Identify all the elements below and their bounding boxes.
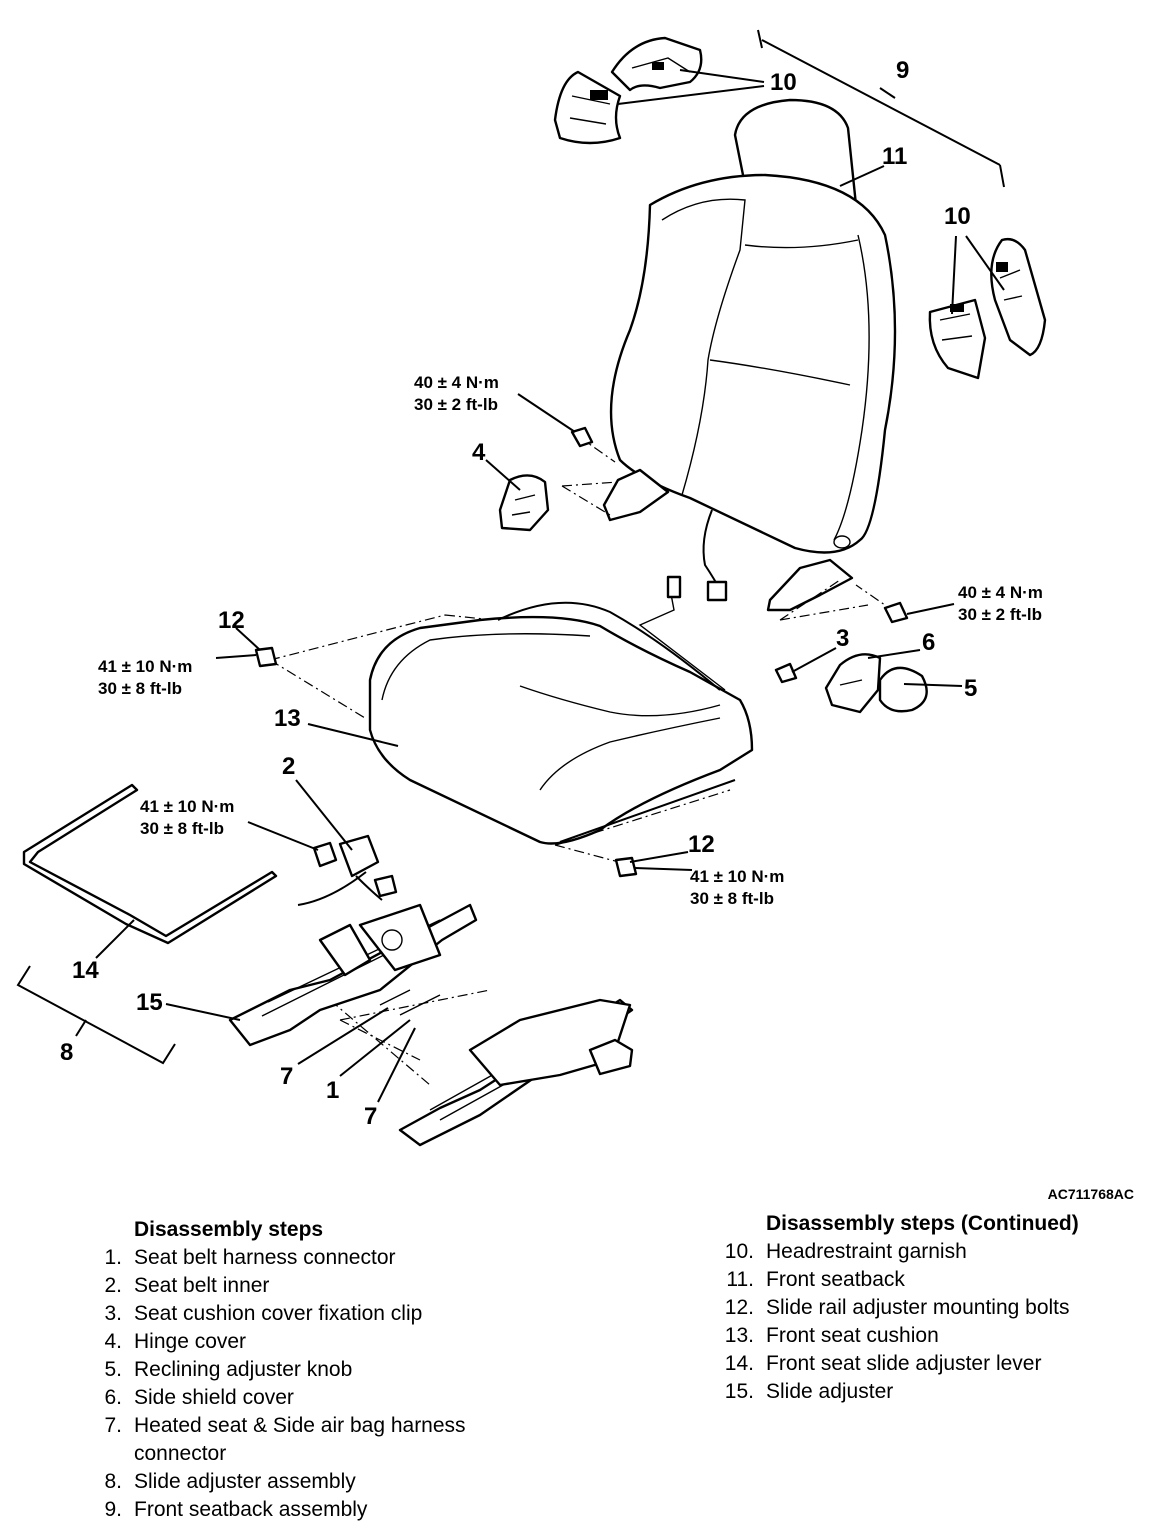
step-number: 1. [104, 1246, 122, 1269]
callout-10-right: 10 [944, 203, 971, 230]
callout-5: 5 [964, 675, 977, 702]
step-item: 7. Heated seat & Side air bag harness con… [92, 1412, 572, 1468]
step-text: Reclining adjuster knob [134, 1358, 353, 1381]
torque-rail-rear-imperial: 30 ± 8 ft-lb [690, 889, 774, 908]
step-item: 2. Seat belt inner [92, 1272, 572, 1300]
slide-adjuster-lever [22, 783, 278, 945]
callout-7-left: 7 [280, 1063, 293, 1090]
torque-rail-rear-metric: 41 ± 10 N·m [690, 867, 784, 886]
step-number: 13. [724, 1324, 754, 1347]
step-text: Seat belt inner [134, 1274, 270, 1297]
step-text: Front seat slide adjuster lever [766, 1352, 1042, 1375]
disassembly-steps-right: Disassembly steps (Continued) 10. Headres… [722, 1210, 1142, 1406]
step-item: 4. Hinge cover [92, 1328, 572, 1356]
callout-11: 11 [882, 143, 907, 170]
callouts: 9 10 11 10 4 12 3 6 5 13 2 12 14 15 8 7 … [60, 57, 977, 1130]
step-item: 5. Reclining adjuster knob [92, 1356, 572, 1384]
step-item: 11. Front seatback [722, 1266, 1142, 1294]
step-text: Seat cushion cover fixation clip [134, 1302, 423, 1325]
steps-list: 10. Headrestraint garnish 11. Front seatba… [722, 1238, 1142, 1406]
headrestraint-garnish-right [928, 237, 1047, 380]
callout-15: 15 [136, 989, 163, 1016]
torque-cushion-left-imperial: 30 ± 8 ft-lb [98, 679, 182, 698]
torque-seatback-left-metric: 40 ± 4 N·m [414, 373, 499, 392]
callout-12-right: 12 [688, 831, 715, 858]
callout-10-top: 10 [770, 69, 797, 96]
torque-specs: 40 ± 4 N·m 30 ± 2 ft-lb 40 ± 4 N·m 30 ± … [98, 373, 1043, 908]
seatback [602, 173, 897, 612]
bracket-8 [16, 965, 176, 1065]
step-number: 8. [104, 1470, 122, 1493]
callout-13: 13 [274, 705, 301, 732]
leader-lines [75, 69, 1005, 1103]
step-item: 13. Front seat cushion [722, 1322, 1142, 1350]
torque-seatback-left-imperial: 30 ± 2 ft-lb [414, 395, 498, 414]
callout-8: 8 [60, 1039, 73, 1066]
step-text: Hinge cover [134, 1330, 247, 1353]
torque-cushion-left-metric: 41 ± 10 N·m [98, 657, 192, 676]
side-shield-cover [824, 653, 882, 714]
step-text: Slide adjuster assembly [134, 1470, 356, 1493]
reclining-knob [878, 666, 928, 713]
step-number: 4. [104, 1330, 122, 1353]
hinge-cover [498, 474, 550, 532]
step-item: 3. Seat cushion cover fixation clip [92, 1300, 572, 1328]
seat-belt-inner [297, 834, 398, 906]
callout-9: 9 [896, 57, 909, 84]
callout-3: 3 [836, 625, 849, 652]
step-text: Heated seat & Side air bag harness conne… [134, 1414, 466, 1465]
step-text: Seat belt harness connector [134, 1246, 396, 1269]
torque-seatback-right-metric: 40 ± 4 N·m [958, 583, 1043, 602]
step-item: 10. Headrestraint garnish [722, 1238, 1142, 1266]
seat-cushion [368, 575, 754, 845]
callout-14: 14 [72, 957, 99, 984]
callout-12-left: 12 [218, 607, 245, 634]
torque-rail-front-metric: 41 ± 10 N·m [140, 797, 234, 816]
step-text: Front seatback [766, 1268, 905, 1291]
steps-list: 1. Seat belt harness connector 2. Seat bel… [92, 1244, 572, 1524]
step-number: 7. [104, 1414, 122, 1437]
headrestraint-garnish-upper [553, 36, 703, 145]
step-number: 12. [724, 1296, 754, 1319]
step-item: 1. Seat belt harness connector [92, 1244, 572, 1272]
step-text: Front seat cushion [766, 1324, 939, 1347]
step-text: Headrestraint garnish [766, 1240, 967, 1263]
step-text: Side shield cover [134, 1386, 294, 1409]
step-text: Slide rail adjuster mounting bolts [766, 1296, 1070, 1319]
step-number: 2. [104, 1274, 122, 1297]
step-text: Front seatback assembly [134, 1498, 368, 1521]
step-item: 9. Front seatback assembly [92, 1496, 572, 1524]
callout-1: 1 [326, 1077, 339, 1104]
step-text: Slide adjuster [766, 1380, 894, 1403]
step-number: 14. [724, 1352, 754, 1375]
step-item: 14. Front seat slide adjuster lever [722, 1350, 1142, 1378]
step-number: 6. [104, 1386, 122, 1409]
step-item: 6. Side shield cover [92, 1384, 572, 1412]
exploded-seat-diagram: 9 10 11 10 4 12 3 6 5 13 2 12 14 15 8 7 … [16, 29, 1047, 1147]
step-number: 11. [726, 1268, 754, 1291]
step-item: 15. Slide adjuster [722, 1378, 1142, 1406]
step-item: 8. Slide adjuster assembly [92, 1468, 572, 1496]
step-number: 5. [104, 1358, 122, 1381]
torque-seatback-right-imperial: 30 ± 2 ft-lb [958, 605, 1042, 624]
step-number: 9. [104, 1498, 122, 1521]
callout-7-right: 7 [364, 1103, 377, 1130]
step-number: 10. [724, 1240, 754, 1263]
bracket-9 [757, 29, 1005, 188]
callout-2: 2 [282, 753, 295, 780]
callout-4: 4 [472, 439, 486, 466]
slide-adjuster [228, 903, 634, 1147]
step-item: 12. Slide rail adjuster mounting bolts [722, 1294, 1142, 1322]
disassembly-steps-left: Disassembly steps 1. Seat belt harness co… [92, 1216, 572, 1524]
figure-code: AC711768AC [1047, 1186, 1134, 1202]
callout-6: 6 [922, 629, 935, 656]
steps-heading-continued: Disassembly steps (Continued) [766, 1212, 1079, 1235]
torque-rail-front-imperial: 30 ± 8 ft-lb [140, 819, 224, 838]
steps-heading: Disassembly steps [134, 1218, 324, 1241]
step-number: 15. [724, 1380, 754, 1403]
step-number: 3. [104, 1302, 122, 1325]
